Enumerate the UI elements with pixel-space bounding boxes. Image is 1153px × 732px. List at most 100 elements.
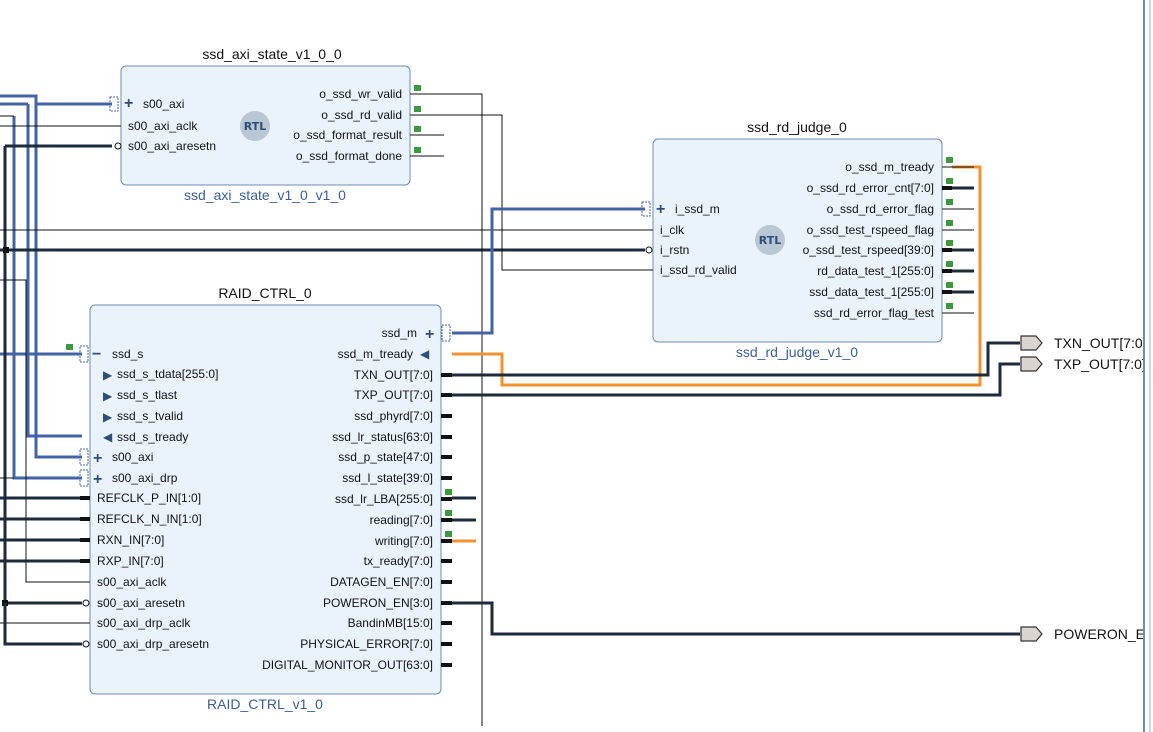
net-ssd-m[interactable] [452,207,645,335]
port-s00-axi-aresetn[interactable]: s00_axi_aresetn [97,596,185,610]
port-writing[interactable]: writing[7:0] [374,534,433,548]
port-i-ssd-rd-valid[interactable]: i_ssd_rd_valid [645,263,737,277]
net-raid-aclk[interactable] [0,279,82,583]
port-s00-axi-aclk[interactable]: s00_axi_aclk [97,575,167,589]
port-label: s00_axi [143,97,184,111]
port-poweron-en[interactable]: POWERON_EN[3:0] [323,596,433,610]
port-o-ssd-test-rspeed[interactable]: o_ssd_test_rspeed[39:0] [803,243,934,257]
port-ssd-p-state[interactable]: ssd_p_state[47:0] [338,450,433,464]
port-ssd-rd-error-flag-test[interactable]: ssd_rd_error_flag_test [814,306,935,320]
port-ssd-s-tdata[interactable]: ssd_s_tdata[255:0] [117,367,218,381]
port-physical-error[interactable]: PHYSICAL_ERROR[7:0] [300,637,433,651]
net-txp-out[interactable] [452,362,1020,397]
port-i-rstn[interactable]: i_rstn [645,243,689,257]
block-raid-ctrl[interactable]: RAID_CTRL_0 RAID_CTRL_v1_0 − ssd_s ▶ ssd… [66,285,452,712]
output-port-icon[interactable] [1020,356,1043,372]
minus-icon[interactable]: − [92,346,101,363]
port-ssd-s-tlast[interactable]: ssd_s_tlast [117,388,178,402]
port-ssd-s-tvalid[interactable]: ssd_s_tvalid [117,409,183,423]
net-wr-valid[interactable] [418,93,483,726]
block-subtitle: RAID_CTRL_v1_0 [207,696,323,712]
port-o-ssd-rd-error-cnt[interactable]: o_ssd_rd_error_cnt[7:0] [807,181,934,195]
port-ssd-lr-lba[interactable]: ssd_lr_LBA[255:0] [335,492,433,506]
port-o-ssd-rd-valid[interactable]: o_ssd_rd_valid [321,108,418,122]
port-o-ssd-test-rspeed-flag[interactable]: o_ssd_test_rspeed_flag [807,223,934,237]
port-o-ssd-format-result[interactable]: o_ssd_format_result [293,128,418,142]
port-rxp-in[interactable]: RXP_IN[7:0] [97,554,164,568]
net-raid-s00-axi[interactable] [34,104,82,459]
port-rd-data-test-1[interactable]: rd_data_test_1[255:0] [817,264,934,278]
port-ssd-l-state[interactable]: ssd_l_state[39:0] [342,471,433,485]
debug-marker-icon [414,85,421,153]
port-datagen-en[interactable]: DATAGEN_EN[7:0] [330,575,433,589]
svg-text:o_ssd_format_done: o_ssd_format_done [296,149,402,163]
port-s00-axi-drp-aclk[interactable]: s00_axi_drp_aclk [97,616,191,630]
port-ssd-s-tready[interactable]: ssd_s_tready [117,430,188,444]
port-ssd-s[interactable]: ssd_s [112,347,143,361]
port-s00-axi-drp-aresetn[interactable]: s00_axi_drp_aresetn [97,637,209,651]
net-poweron-en[interactable] [452,601,1020,636]
net-drp-aresetn[interactable] [3,603,82,646]
plus-icon[interactable]: + [93,471,102,488]
port-o-ssd-format-done[interactable]: o_ssd_format_done [296,149,418,163]
output-port-txn-out[interactable]: TXN_OUT[7:0] [1020,335,1147,351]
port-s00-axi-aclk[interactable]: s00_axi_aclk [112,119,198,133]
output-port-txp-out[interactable]: TXP_OUT[7:0] [1020,356,1146,372]
port-ssd-phyrd[interactable]: ssd_phyrd[7:0] [354,409,433,423]
expand-icon[interactable]: ▶ [103,368,113,382]
plus-icon[interactable]: + [93,450,102,467]
net-rd-valid[interactable] [418,114,645,271]
svg-text:o_ssd_wr_valid: o_ssd_wr_valid [319,87,402,101]
svg-text:s00_axi_aresetn: s00_axi_aresetn [128,139,216,153]
port-refclk-n-in[interactable]: REFCLK_N_IN[1:0] [97,512,202,526]
port-s00-axi[interactable]: + s00_axi [109,95,184,112]
port-ssd-lr-status[interactable]: ssd_lr_status[63:0] [332,430,433,444]
port-s00-axi[interactable]: s00_axi [112,450,153,464]
port-txn-out[interactable]: TXN_OUT[7:0] [354,368,433,382]
port-s00-axi-aresetn[interactable]: s00_axi_aresetn [114,139,216,153]
plus-icon[interactable]: + [124,95,133,112]
port-i-ssd-m[interactable]: + i_ssd_m [641,201,720,218]
output-port-icon[interactable] [1020,626,1043,642]
svg-text:i_ssd_m: i_ssd_m [675,202,720,216]
output-port-label: TXN_OUT[7:0] [1054,335,1147,351]
output-port-icon[interactable] [1020,335,1043,351]
port-i-clk[interactable]: i_clk [645,223,685,237]
port-txp-out[interactable]: TXP_OUT[7:0] [354,388,433,402]
port-ssd-m[interactable]: ssd_m [382,326,417,340]
net-ssd-m-tready[interactable] [452,165,982,387]
port-rxn-in[interactable]: RXN_IN[7:0] [97,533,164,547]
block-title: ssd_axi_state_v1_0_0 [202,46,342,62]
rtl-badge: RTL [240,111,270,141]
expand-icon[interactable]: ▶ [103,410,113,424]
port-refclk-p-in[interactable]: REFCLK_P_IN[1:0] [97,491,201,505]
port-o-ssd-m-tready[interactable]: o_ssd_m_tready [845,160,934,174]
port-digital-monitor-out[interactable]: DIGITAL_MONITOR_OUT[63:0] [262,658,433,672]
block-body[interactable] [652,138,943,343]
net-txn-out[interactable] [452,341,1020,377]
collapse-icon[interactable]: ◀ [420,347,430,361]
block-ssd-axi-state[interactable]: ssd_axi_state_v1_0_0 ssd_axi_state_v1_0_… [109,46,421,203]
port-o-ssd-wr-valid[interactable]: o_ssd_wr_valid [319,87,418,101]
output-port-poweron-en[interactable]: POWERON_EN[3:0] [1020,626,1153,642]
expand-icon[interactable]: ▶ [103,389,113,403]
port-ssd-m-tready[interactable]: ssd_m_tready [338,347,413,361]
collapse-icon[interactable]: ◀ [103,430,113,444]
port-o-ssd-rd-error-flag[interactable]: o_ssd_rd_error_flag [827,202,934,216]
plus-icon[interactable]: + [656,201,665,218]
port-bandinmb[interactable]: BandinMB[15:0] [348,616,433,630]
net-s00-axi-state[interactable] [0,94,112,106]
raid-left-ports: − ssd_s ▶ ssd_s_tdata[255:0] ▶ ssd_s_tla… [79,345,218,651]
plus-icon[interactable]: + [425,326,434,343]
port-s00-axi-drp[interactable]: s00_axi_drp [112,471,178,485]
raid-right-ports: ssd_m + ssd_m_tready ◀ TXN_OUT[7:0] TXP_… [262,324,452,672]
block-ssd-rd-judge[interactable]: ssd_rd_judge_0 ssd_rd_judge_v1_0 RTL + i… [641,119,953,360]
port-reading[interactable]: reading[7:0] [370,513,433,527]
net-raid-s00-axi-drp[interactable] [12,116,82,480]
port-tx-ready[interactable]: tx_ready[7:0] [364,554,433,568]
net-raid-ssd-s-tready[interactable] [26,104,82,438]
block-subtitle: ssd_rd_judge_v1_0 [736,344,858,360]
svg-text:RTL: RTL [759,234,782,247]
port-ssd-data-test-1[interactable]: ssd_data_test_1[255:0] [809,285,934,299]
